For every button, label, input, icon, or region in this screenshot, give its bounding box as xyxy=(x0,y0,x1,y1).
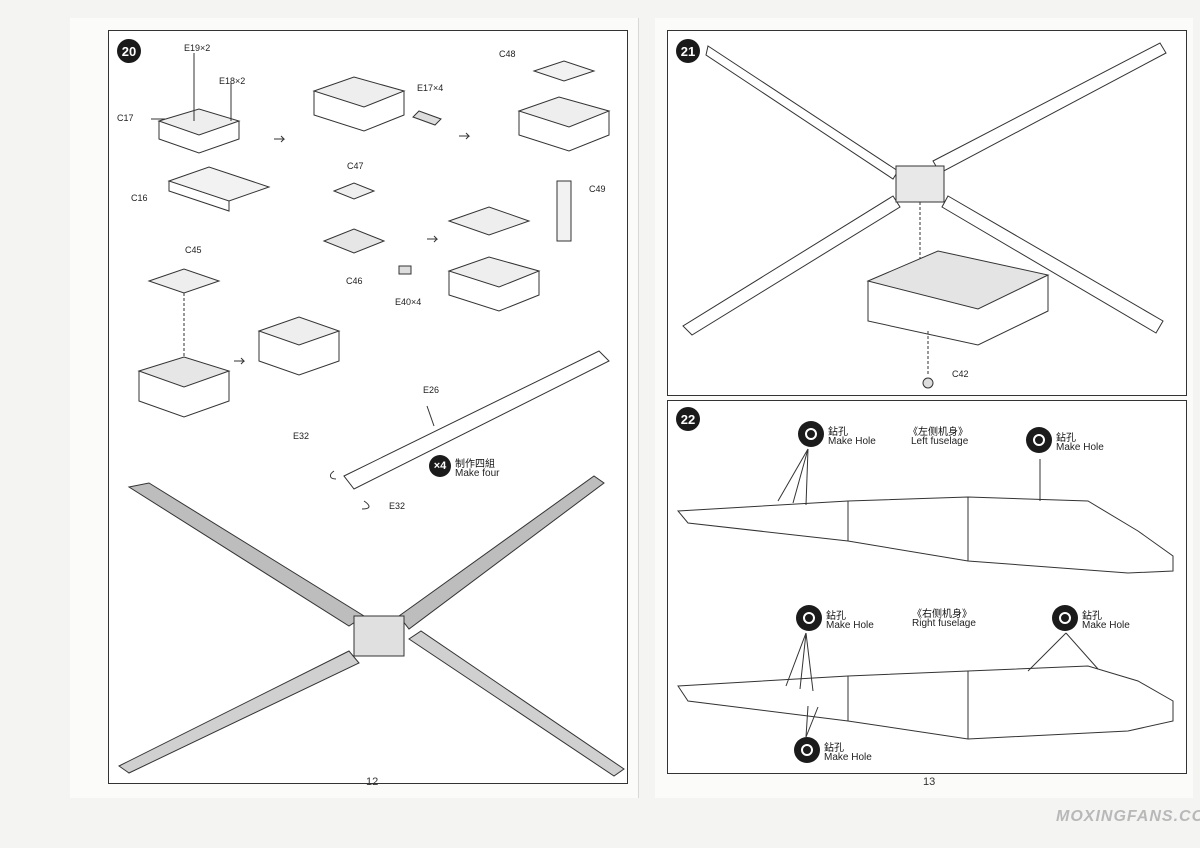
part-label-c42: C42 xyxy=(952,369,969,379)
drill-icon xyxy=(798,421,824,447)
part-label-c16: C16 xyxy=(131,193,148,203)
drill-icon xyxy=(796,605,822,631)
step-22-panel: 22 《左侧机身》 Left fuselage 《右侧机身》 Right fus… xyxy=(667,400,1187,774)
part-label-e19: E19×2 xyxy=(184,43,211,53)
part-label-e32-b: E32 xyxy=(389,501,406,511)
left-fuselage-en: Left fuselage xyxy=(911,436,969,447)
watermark-text: MOXINGFANS.COM xyxy=(1056,808,1200,825)
step-20-panel: 20 E19×2 E18×2 C17 C16 E17×4 C48 C49 C47… xyxy=(108,30,628,784)
part-label-c48: C48 xyxy=(499,49,516,59)
make-four-badge: ×4 xyxy=(429,455,451,477)
part-label-c45: C45 xyxy=(185,245,202,255)
drill-note-en: Make Hole xyxy=(1056,442,1104,453)
part-label-c46: C46 xyxy=(346,276,363,286)
drill-note-cn: 鉆孔 xyxy=(828,427,848,438)
drill-note-cn: 鉆孔 xyxy=(824,743,844,754)
page-number: 13 xyxy=(923,776,936,788)
step-number-badge: 22 xyxy=(676,407,700,431)
instruction-page-right: 21 C42 22 《左侧机身》 Left fuselage 《右侧机身》 Ri… xyxy=(655,18,1193,798)
part-label-c47: C47 xyxy=(347,161,364,171)
part-label-c17: C17 xyxy=(117,113,134,123)
drill-icon xyxy=(1052,605,1078,631)
drill-note-cn: 鉆孔 xyxy=(826,611,846,622)
drill-note-en: Make Hole xyxy=(828,436,876,447)
rotor-hub-assembly-illustration xyxy=(118,53,625,777)
part-label-c49: C49 xyxy=(589,184,606,194)
page-number: 12 xyxy=(366,776,379,788)
drill-note-en: Make Hole xyxy=(1082,620,1130,631)
step-21-panel: 21 C42 xyxy=(667,30,1187,396)
drill-note-en: Make Hole xyxy=(824,752,872,763)
left-fuselage-cn: 《左侧机身》 xyxy=(908,427,968,438)
drill-icon xyxy=(794,737,820,763)
fuselage-drilling-illustration xyxy=(676,448,1174,740)
drill-note-en: Make Hole xyxy=(826,620,874,631)
part-label-e18: E18×2 xyxy=(219,76,246,86)
part-label-e40: E40×4 xyxy=(395,297,422,307)
right-fuselage-cn: 《右侧机身》 xyxy=(912,609,972,620)
drill-note-cn: 鉆孔 xyxy=(1056,433,1076,444)
make-four-cn: 制作四組 xyxy=(455,459,495,470)
make-four-en: Make four xyxy=(455,468,500,479)
step-number-badge: 20 xyxy=(117,39,141,63)
part-label-e26: E26 xyxy=(423,385,440,395)
right-fuselage-en: Right fuselage xyxy=(912,618,976,629)
drill-note-cn: 鉆孔 xyxy=(1082,611,1102,622)
instruction-page-left: 20 E19×2 E18×2 C17 C16 E17×4 C48 C49 C47… xyxy=(70,18,639,798)
main-rotor-installation-illustration xyxy=(682,42,1167,389)
part-label-e17: E17×4 xyxy=(417,83,444,93)
part-label-e32-a: E32 xyxy=(293,431,310,441)
drill-icon xyxy=(1026,427,1052,453)
step-number-badge: 21 xyxy=(676,39,700,63)
